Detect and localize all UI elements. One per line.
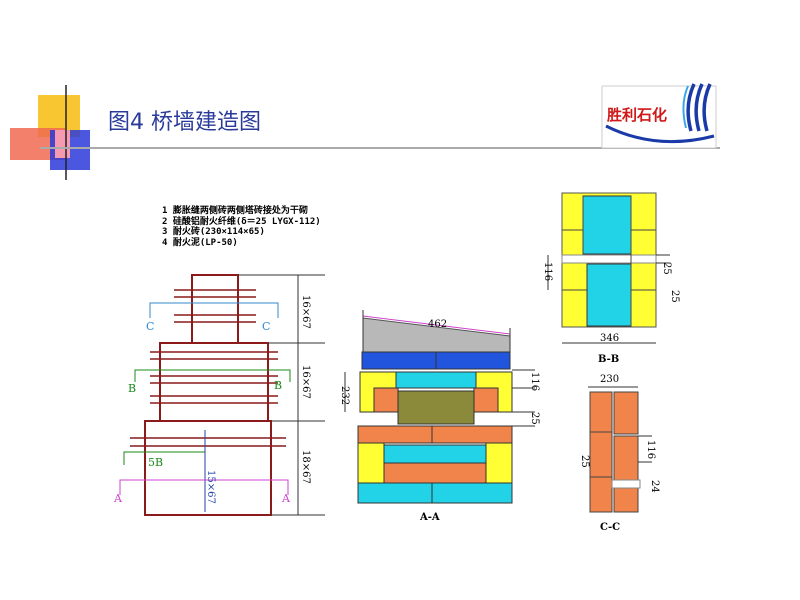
- cc-dim-left: 25: [579, 455, 590, 468]
- section-aa: [357, 310, 513, 504]
- cc-brick-r3: [613, 487, 639, 513]
- cc-brick-l2: [589, 431, 613, 478]
- cc-gap: [611, 479, 641, 489]
- label-c-right: C: [262, 320, 270, 333]
- cc-brick-l3: [589, 476, 613, 513]
- cc-dim-right-2: 24: [649, 480, 660, 493]
- elev-dim-top: 16×67: [300, 295, 311, 329]
- note-item: 3 耐火砖(230×114×65): [162, 227, 265, 237]
- aa-orange-side-l: [373, 387, 399, 413]
- aa-olive-center: [397, 390, 475, 425]
- aa-cyan-row3: [357, 482, 513, 504]
- cc-dim-right-1: 116: [645, 440, 656, 459]
- logo-text: 胜利石化: [607, 106, 668, 124]
- bb-dim-bottom: 346: [600, 333, 619, 344]
- bb-cyan-bot: [586, 263, 632, 327]
- aa-orange-row2: [383, 462, 487, 484]
- section-c-marks: [149, 302, 279, 318]
- elev-dim-mid: 16×67: [300, 365, 311, 399]
- cc-dim-top: 230: [600, 374, 619, 385]
- section-a-mark: [119, 479, 289, 495]
- aa-dim-left: 232: [339, 386, 350, 405]
- cc-brick-r2: [613, 435, 639, 481]
- label-a-right: A: [281, 492, 291, 505]
- logo-lines-icon: [686, 83, 712, 132]
- aa-yellow-l2: [357, 442, 385, 484]
- bb-cyan-top: [582, 195, 632, 255]
- bb-dim-right-2: 25: [669, 290, 680, 303]
- label-b-left: B: [128, 382, 136, 395]
- title-rule: [40, 147, 720, 149]
- elevation-view: [130, 274, 286, 516]
- slide-title: 图4 桥墙建造图: [108, 110, 261, 135]
- bb-caption: B-B: [598, 354, 619, 365]
- note-item: 4 耐火泥(LP-50): [162, 237, 238, 248]
- aa-orange-row1: [357, 425, 513, 444]
- note-item: 1 膨胀缝两侧砖两侧塔砖接处为干砌: [162, 206, 308, 216]
- section-bb: [561, 192, 657, 328]
- elev-dim-bot: 18×67: [300, 450, 311, 484]
- cc-brick-r1: [613, 391, 639, 435]
- elev-dimension-line: [238, 274, 325, 516]
- label-c-left: C: [146, 320, 154, 333]
- elev-top-block: [191, 274, 239, 344]
- elev-bottom-block: [144, 420, 272, 516]
- aa-dim-right-lines: [512, 369, 535, 427]
- section-5b-mark: [123, 451, 205, 465]
- aa-dim-right-2: 25: [529, 412, 540, 425]
- corner-decoration: [10, 85, 90, 180]
- bb-dim-left: 116: [542, 262, 553, 281]
- notes-list: 1 膨胀缝两侧砖两侧塔砖接处为干砌 2 硅酸铝耐火纤维(δ＝25 LYGX-11…: [162, 206, 321, 248]
- aa-orange-side-r: [473, 387, 499, 413]
- label-5b: 5B: [148, 456, 163, 469]
- aa-cyan-row2: [383, 444, 487, 464]
- bb-gap: [561, 254, 657, 264]
- note-item: 2 硅酸铝耐火纤维(δ＝25 LYGX-112): [162, 216, 321, 227]
- logo-swoosh-icon: [605, 124, 715, 144]
- logo-line-light-icon: [682, 85, 689, 129]
- bb-joints: [562, 196, 656, 326]
- company-logo: [601, 83, 717, 149]
- label-b-right: B: [274, 379, 282, 392]
- section-b-marks: [134, 369, 291, 382]
- bb-dim-right-1: 25: [661, 262, 672, 275]
- cc-caption: C-C: [600, 522, 620, 533]
- elev-inner-dim: 15×67: [205, 470, 216, 504]
- cc-brick-l1: [589, 391, 613, 433]
- label-a-left: A: [113, 492, 123, 505]
- elev-mid-block: [159, 342, 269, 422]
- aa-cyan-row: [395, 371, 477, 389]
- aa-caption: A-A: [419, 512, 440, 523]
- aa-yellow-r2: [485, 442, 513, 484]
- section-cc: 230: [588, 374, 641, 513]
- aa-dim-top: 462: [428, 319, 447, 330]
- aa-dim-right-1: 116: [529, 372, 540, 391]
